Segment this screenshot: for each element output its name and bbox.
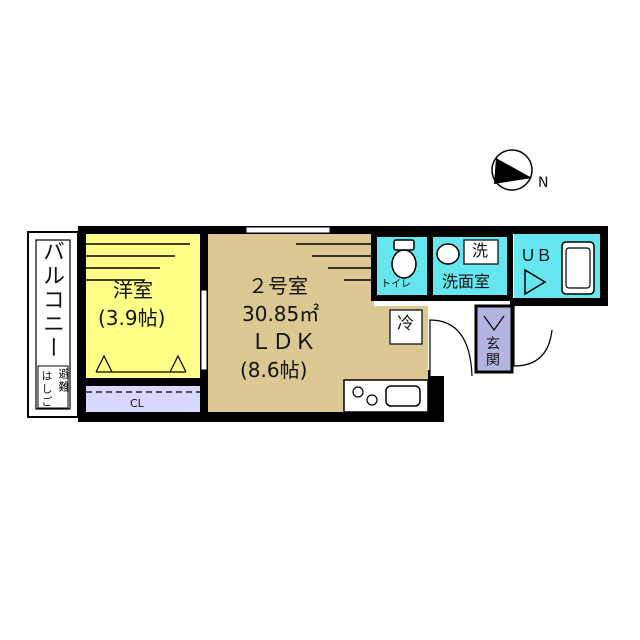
fridge-space <box>389 309 423 345</box>
toilet-icon <box>391 239 417 279</box>
washbasin-icon <box>436 243 460 265</box>
escape-label: 避難 <box>57 368 70 394</box>
entrance <box>474 304 514 374</box>
closet-label: CL <box>130 397 144 410</box>
closet <box>86 378 200 412</box>
balcony-label: バルコニー <box>39 240 64 360</box>
entrance-label: 玄関 <box>484 336 500 368</box>
front-door <box>513 306 553 367</box>
western-room-name: 洋室 <box>113 278 153 302</box>
compass-label: N <box>538 175 549 191</box>
ldk-type: ＬＤＫ <box>250 330 317 355</box>
washer-space <box>463 239 499 265</box>
balcony <box>27 231 79 418</box>
ldk-size: (8.6帖) <box>240 358 308 382</box>
western-room <box>86 234 200 378</box>
western-room-size: (3.9帖) <box>98 306 166 330</box>
ldk-area: 30.85㎡ <box>242 302 320 326</box>
ladder-label: はしご <box>40 370 53 409</box>
toilet-label: トイレ <box>381 279 411 290</box>
ldk-room-number: ２号室 <box>248 274 308 298</box>
window-marks <box>95 354 187 373</box>
north-arrow-icon <box>491 149 533 191</box>
bathtub-icon <box>561 241 595 295</box>
bath-label: ＵＢ <box>520 246 553 265</box>
fridge-label: 冷 <box>397 314 414 334</box>
kitchen-counter <box>343 379 429 413</box>
washroom-label: 洗面室 <box>442 272 491 291</box>
washer-label: 洗 <box>472 241 489 260</box>
